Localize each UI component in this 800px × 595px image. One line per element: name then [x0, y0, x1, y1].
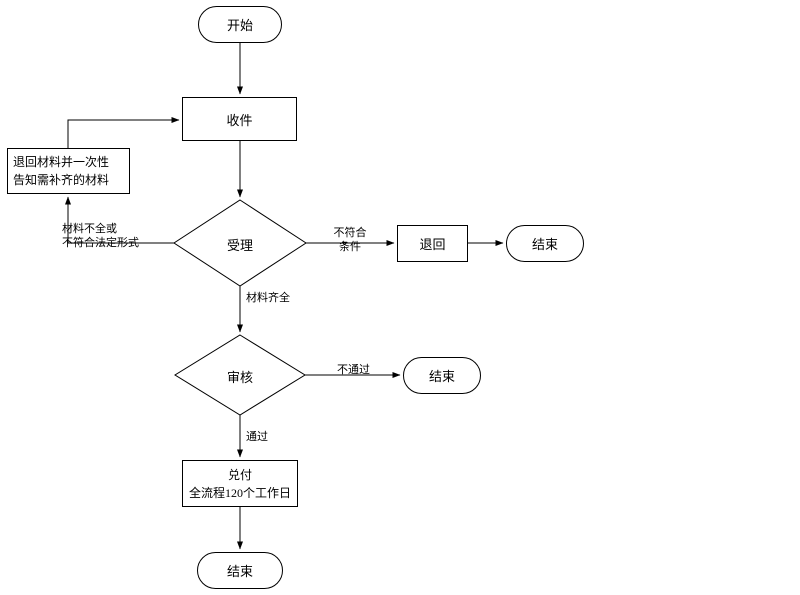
review-decision-label: 审核: [226, 370, 253, 385]
start-node: 开始: [198, 6, 282, 43]
end-final-node: 结束: [197, 552, 283, 589]
receive-node: 收件: [182, 97, 297, 141]
accept-decision-diamond: [173, 199, 307, 287]
review-decision-diamond: [174, 334, 306, 416]
edge-label-review-pass: 通过: [246, 431, 268, 443]
edge-label-review-fail: 不通过: [337, 364, 370, 376]
reject-node: 退回: [397, 225, 468, 262]
return-materials-node: 退回材料并一次性 告知需补齐的材料: [7, 148, 130, 194]
accept-decision-label: 受理: [226, 238, 253, 253]
edge-accept-to-return-materials: [65, 196, 174, 244]
edge-label-materials-incomplete: 材料不全或 不符合法定形式: [62, 223, 139, 250]
pay-node: 兑付 全流程120个工作日: [182, 460, 298, 507]
end-after-reject-node: 结束: [506, 225, 584, 262]
edge-label-materials-complete: 材料齐全: [246, 292, 290, 304]
edge-return-materials-to-receive: [67, 117, 180, 148]
end-after-review-node: 结束: [403, 357, 481, 394]
edge-label-not-qualified: 不符合 条件: [333, 227, 367, 254]
